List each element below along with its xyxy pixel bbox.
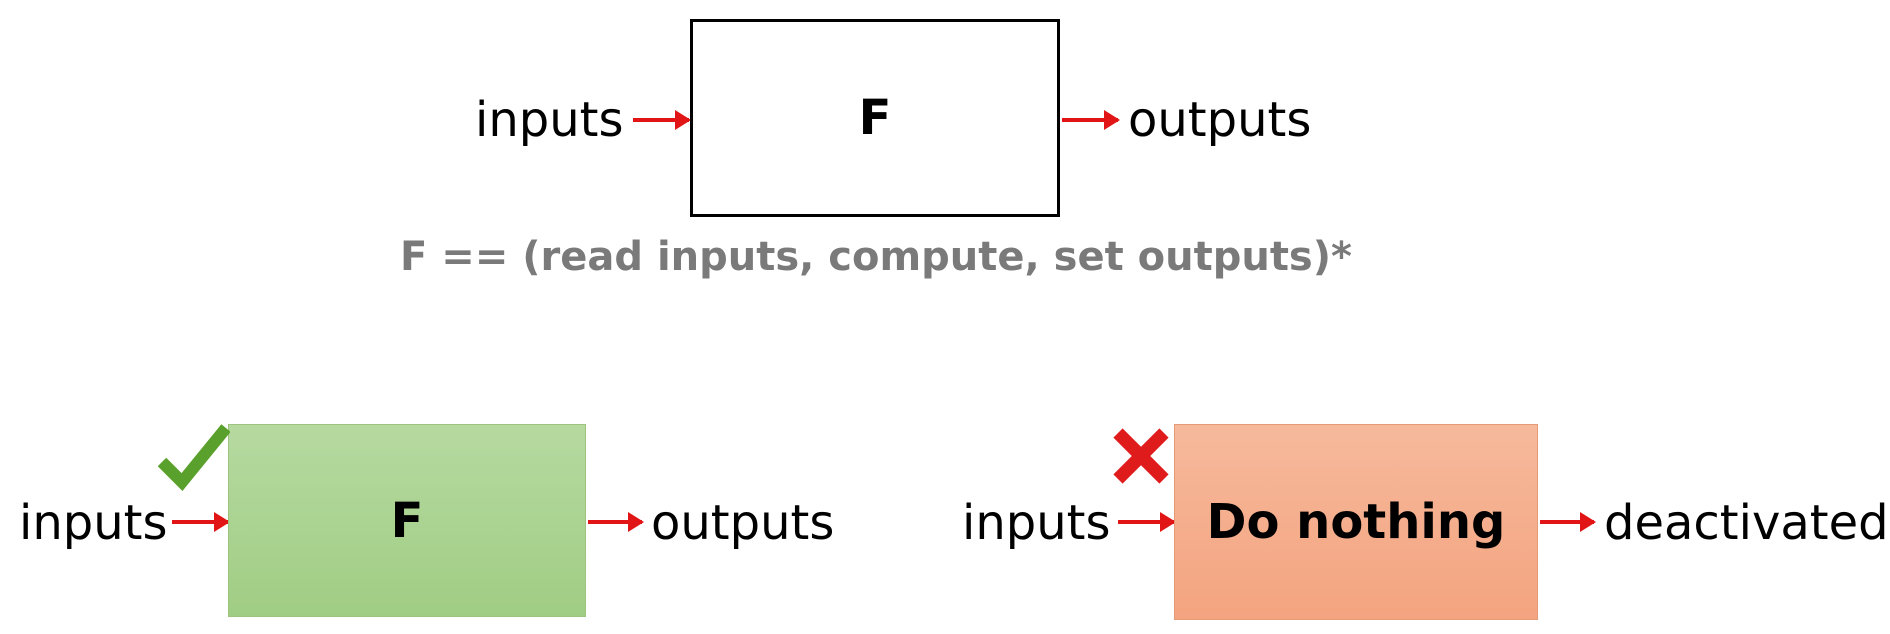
active-input-label: inputs	[19, 495, 168, 551]
active-input-arrow	[172, 512, 230, 532]
top-input-arrow	[633, 110, 691, 130]
active-output-arrow	[588, 512, 644, 532]
deactivated-output-arrow	[1540, 512, 1596, 532]
top-output-label: outputs	[1128, 92, 1312, 148]
formula-text: F == (read inputs, compute, set outputs)…	[400, 234, 1352, 280]
do-nothing-label: Do nothing	[1206, 494, 1506, 550]
top-function-label: F	[858, 90, 892, 146]
top-input-label: inputs	[475, 92, 624, 148]
deactivated-input-arrow	[1118, 512, 1176, 532]
active-function-label: F	[390, 492, 424, 549]
deactivated-output-label: deactivated	[1604, 495, 1889, 551]
top-output-arrow	[1062, 110, 1120, 130]
deactivated-input-label: inputs	[962, 495, 1111, 551]
checkmark-icon	[158, 424, 230, 491]
active-output-label: outputs	[651, 495, 835, 551]
top-function-box: F	[690, 19, 1060, 217]
cross-icon	[1113, 428, 1169, 484]
active-function-box: F	[228, 424, 586, 617]
do-nothing-box: Do nothing	[1174, 424, 1538, 620]
